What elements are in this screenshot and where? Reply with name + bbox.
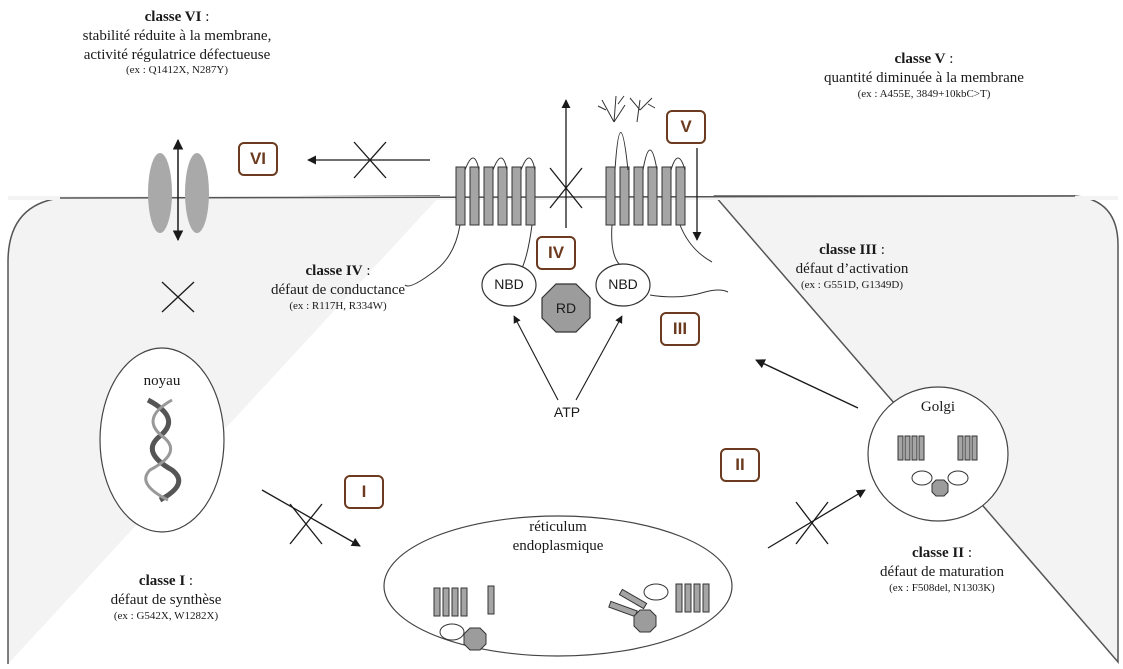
badge-ii: II: [720, 448, 760, 482]
golgi-label: Golgi: [920, 399, 956, 415]
class-iii-title: classe III: [819, 242, 877, 258]
er-nbd-misfolded: [643, 583, 669, 601]
class-iv-title: classe IV: [305, 263, 363, 279]
class-ii-desc: défaut de maturation: [879, 563, 1005, 580]
glycosylation-tree-icon: [597, 95, 626, 123]
cross-mark: [289, 503, 323, 545]
er-nbd: [439, 623, 465, 641]
nbd-left-label: NBD: [494, 276, 524, 292]
class-iii-label: classe III : défaut d’activation (ex : G…: [742, 241, 962, 292]
rd-label: RD: [555, 300, 577, 316]
membrane-fill-strip: [8, 196, 1118, 200]
class-vi-examples: (ex : Q1412X, N287Y): [125, 64, 229, 77]
class-i-label: classe I : défaut de synthèse (ex : G542…: [56, 572, 276, 623]
nbd-right-domain: [595, 263, 651, 307]
badge-iii: III: [660, 312, 700, 346]
c-terminus: [649, 289, 729, 298]
membrane-line: [59, 195, 1076, 199]
cross-mark: [353, 141, 387, 179]
er-label-line2: endoplasmique: [512, 538, 604, 554]
class-i-examples: (ex : G542X, W1282X): [113, 609, 219, 622]
golgi-rd: [931, 479, 949, 497]
class-i-title: classe I: [138, 573, 186, 589]
right-extracellular-loops: [614, 132, 686, 171]
class-vi-desc2: activité régulatrice défectueuse: [83, 46, 271, 63]
er-label-line1: réticulum: [529, 519, 587, 535]
er-rd: [463, 627, 487, 651]
golgi-cftr: [897, 435, 978, 461]
class-ii-examples: (ex : F508del, N1303K): [889, 581, 995, 594]
left-extracellular-loops: [464, 157, 536, 171]
badge-i: I: [344, 475, 384, 509]
right-intracellular-loops: [611, 224, 713, 266]
regulatory-domain-octagon: [541, 283, 591, 333]
left-n-terminus: [404, 224, 461, 287]
atp-arrow-left: [513, 315, 559, 401]
class-iii-examples: (ex : G551D, G1349D): [800, 278, 904, 291]
class-iv-label: classe IV : défaut de conductance (ex : …: [238, 262, 438, 313]
nucleus-label: noyau: [143, 373, 181, 389]
channel-left-lobe: [148, 153, 172, 233]
nucleus: [99, 347, 225, 533]
left-linker: [521, 224, 533, 269]
class-v-examples: (ex : A455E, 3849+10kbC>T): [857, 87, 991, 100]
cross-mark: [549, 167, 583, 209]
class-v-label: classe V : quantité diminuée à la membra…: [752, 50, 1096, 101]
class-iv-desc: défaut de conductance: [270, 281, 406, 298]
class-v-desc: quantité diminuée à la membrane: [824, 69, 1024, 86]
class-vi-desc1: stabilité réduite à la membrane,: [82, 27, 272, 44]
nbd-right-label: NBD: [608, 276, 638, 292]
golgi-nbd: [911, 470, 933, 486]
class-v-title: classe V: [894, 51, 946, 67]
channel-right-lobe: [185, 153, 209, 233]
nbd-left-domain: [481, 263, 537, 307]
class-ii-label: classe II : défaut de maturation (ex : F…: [832, 544, 1052, 595]
golgi-apparatus: [867, 386, 1009, 522]
er-cftr-misfolded: [608, 583, 710, 618]
class-ii-title: classe II: [911, 545, 965, 561]
cross-mark: [161, 281, 195, 313]
dna-helix-icon: [146, 397, 182, 503]
atp-arrow-right: [575, 315, 623, 401]
class-i-desc: défaut de synthèse: [110, 591, 222, 608]
cross-mark: [795, 501, 829, 545]
golgi-nbd: [947, 470, 969, 486]
class-vi-title: classe VI: [144, 9, 202, 25]
class-iv-examples: (ex : R117H, R334W): [289, 299, 387, 312]
er-cftr-left: [433, 585, 495, 617]
maturation-arrow: [767, 489, 866, 549]
golgi-to-membrane-arrow: [755, 359, 859, 409]
badge-iv: IV: [536, 236, 576, 270]
class-vi-label: classe VI : stabilité réduite à la membr…: [0, 8, 354, 78]
cftr-left-transmembrane-domain: [455, 166, 536, 226]
badge-vi: VI: [238, 142, 278, 176]
atp-label: ATP: [553, 404, 581, 420]
class-iii-desc: défaut d’activation: [795, 260, 909, 277]
badge-v: V: [666, 110, 706, 144]
glycosylation-tree-icon: [629, 97, 656, 123]
er-rd-misfolded: [633, 609, 657, 633]
cftr-right-transmembrane-domain: [605, 166, 686, 226]
